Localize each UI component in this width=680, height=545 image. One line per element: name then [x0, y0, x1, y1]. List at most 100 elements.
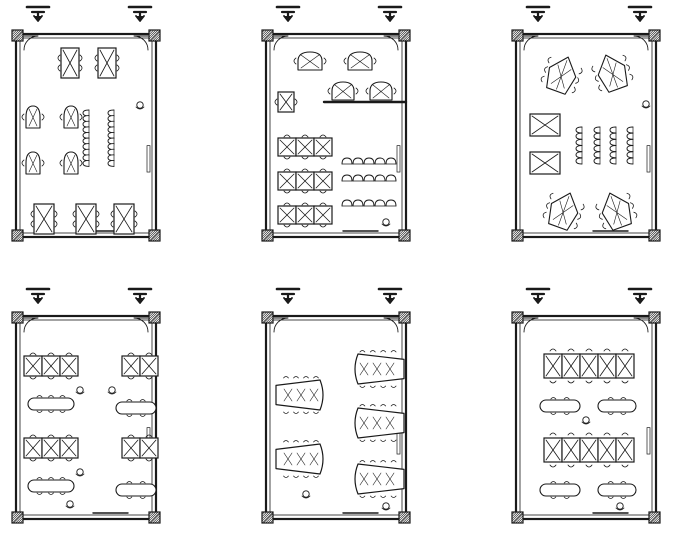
column-icon — [511, 311, 524, 324]
seat-row — [609, 126, 617, 165]
boat-table — [354, 404, 405, 442]
column-icon — [398, 311, 411, 324]
desk — [121, 434, 141, 462]
column-icon — [11, 29, 24, 42]
chair — [629, 202, 634, 209]
chair — [546, 202, 551, 209]
teacher-icon — [301, 490, 311, 499]
room-outline — [261, 29, 411, 242]
boat-table — [354, 350, 405, 388]
desk — [313, 202, 333, 228]
chair — [327, 87, 331, 95]
chair — [567, 380, 575, 384]
column-icon — [148, 511, 161, 524]
bench-table — [115, 399, 157, 417]
desk — [529, 151, 561, 175]
desk — [543, 437, 563, 463]
column-icon — [511, 229, 524, 242]
chair — [549, 348, 557, 352]
chair — [41, 113, 45, 121]
plan-5 — [261, 287, 411, 524]
chair — [626, 192, 631, 200]
chair — [79, 159, 83, 167]
chair — [598, 213, 603, 220]
entrance-arrow-icon — [627, 5, 653, 22]
chair — [622, 54, 627, 62]
chair — [585, 464, 593, 468]
desk — [57, 47, 83, 79]
chair — [621, 432, 629, 436]
desk — [579, 437, 599, 463]
seat-row — [341, 199, 397, 207]
chair — [591, 65, 596, 73]
plan-3 — [511, 5, 661, 242]
chair — [585, 348, 593, 352]
desk — [615, 437, 635, 463]
pod-table — [59, 151, 83, 175]
column-icon — [11, 511, 24, 524]
teacher-icon — [615, 502, 625, 511]
column-icon — [648, 311, 661, 324]
desk — [274, 91, 298, 113]
entrance-arrow-icon — [377, 287, 403, 304]
desk — [277, 202, 297, 228]
teacher-icon — [65, 500, 75, 509]
chair — [59, 113, 63, 121]
chair — [603, 432, 611, 436]
pod-table — [59, 105, 83, 129]
chair — [21, 159, 25, 167]
entrance-arrow-icon — [525, 287, 551, 304]
seat-row — [82, 109, 90, 167]
column-icon — [261, 511, 274, 524]
door-icon — [133, 35, 149, 51]
bench-table — [115, 481, 157, 499]
teacher-icon — [381, 218, 391, 227]
desk — [121, 352, 141, 380]
column-icon — [398, 229, 411, 242]
room-outline — [11, 29, 161, 242]
column-icon — [398, 511, 411, 524]
desk — [597, 437, 617, 463]
desk — [23, 434, 43, 462]
chair — [549, 464, 557, 468]
desk — [30, 203, 58, 235]
chair — [549, 380, 557, 384]
column-icon — [398, 29, 411, 42]
door-icon — [523, 317, 539, 333]
teacher-icon — [641, 100, 651, 109]
chair — [571, 86, 576, 94]
pod-table — [365, 81, 397, 101]
door-icon — [273, 317, 289, 333]
chair — [621, 348, 629, 352]
teacher-icon — [75, 468, 85, 477]
desk — [277, 168, 297, 194]
chair — [603, 464, 611, 468]
desk — [59, 352, 79, 380]
chair — [393, 87, 397, 95]
door-icon — [383, 317, 399, 333]
desk — [313, 168, 333, 194]
chair — [633, 211, 638, 219]
desk — [94, 47, 120, 79]
chair — [595, 203, 600, 211]
chair — [577, 213, 582, 220]
desk — [529, 113, 561, 137]
pod-table — [343, 51, 377, 71]
teacher-icon — [75, 386, 85, 395]
desk — [41, 352, 61, 380]
seat-row — [626, 126, 634, 165]
seat-row — [341, 174, 397, 182]
kite-table — [540, 56, 583, 95]
chair — [59, 159, 63, 167]
chair — [373, 57, 377, 65]
bench-table — [27, 395, 75, 413]
chair — [594, 75, 599, 82]
door-icon — [23, 317, 39, 333]
desk — [59, 434, 79, 462]
door-icon — [273, 35, 289, 51]
plan-6 — [511, 287, 661, 524]
chair — [621, 464, 629, 468]
room-outline — [511, 311, 661, 524]
column-icon — [511, 511, 524, 524]
